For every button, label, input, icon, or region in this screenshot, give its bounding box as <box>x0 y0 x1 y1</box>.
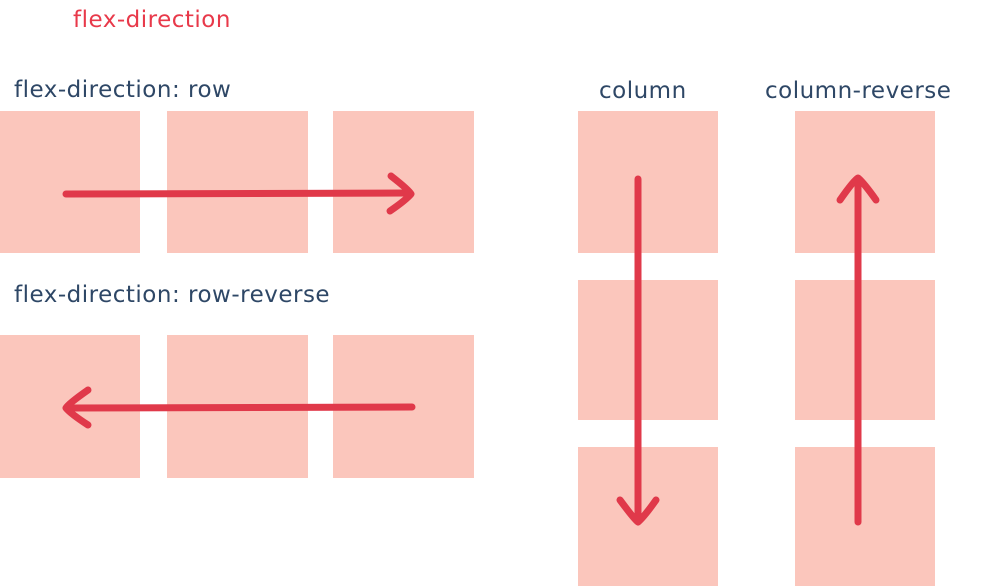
flex-item-column-3 <box>578 447 718 586</box>
diagram-title: flex-direction <box>73 7 231 33</box>
section-label-row-reverse: flex-direction: row-reverse <box>14 282 331 308</box>
flex-item-column-reverse-3 <box>795 447 935 586</box>
section-label-column: column <box>599 78 687 104</box>
section-label-column-reverse: column-reverse <box>765 78 952 104</box>
section-label-row: flex-direction: row <box>14 77 232 103</box>
flex-item-column-reverse-1 <box>795 111 935 253</box>
flex-item-row-2 <box>167 111 308 253</box>
flex-item-column-reverse-2 <box>795 280 935 420</box>
flex-item-row-reverse-3 <box>333 335 474 478</box>
flex-item-row-1 <box>0 111 140 253</box>
flex-item-row-reverse-1 <box>0 335 140 478</box>
flex-item-row-3 <box>333 111 474 253</box>
flex-item-column-1 <box>578 111 718 253</box>
flex-item-column-2 <box>578 280 718 420</box>
flex-item-row-reverse-2 <box>167 335 308 478</box>
